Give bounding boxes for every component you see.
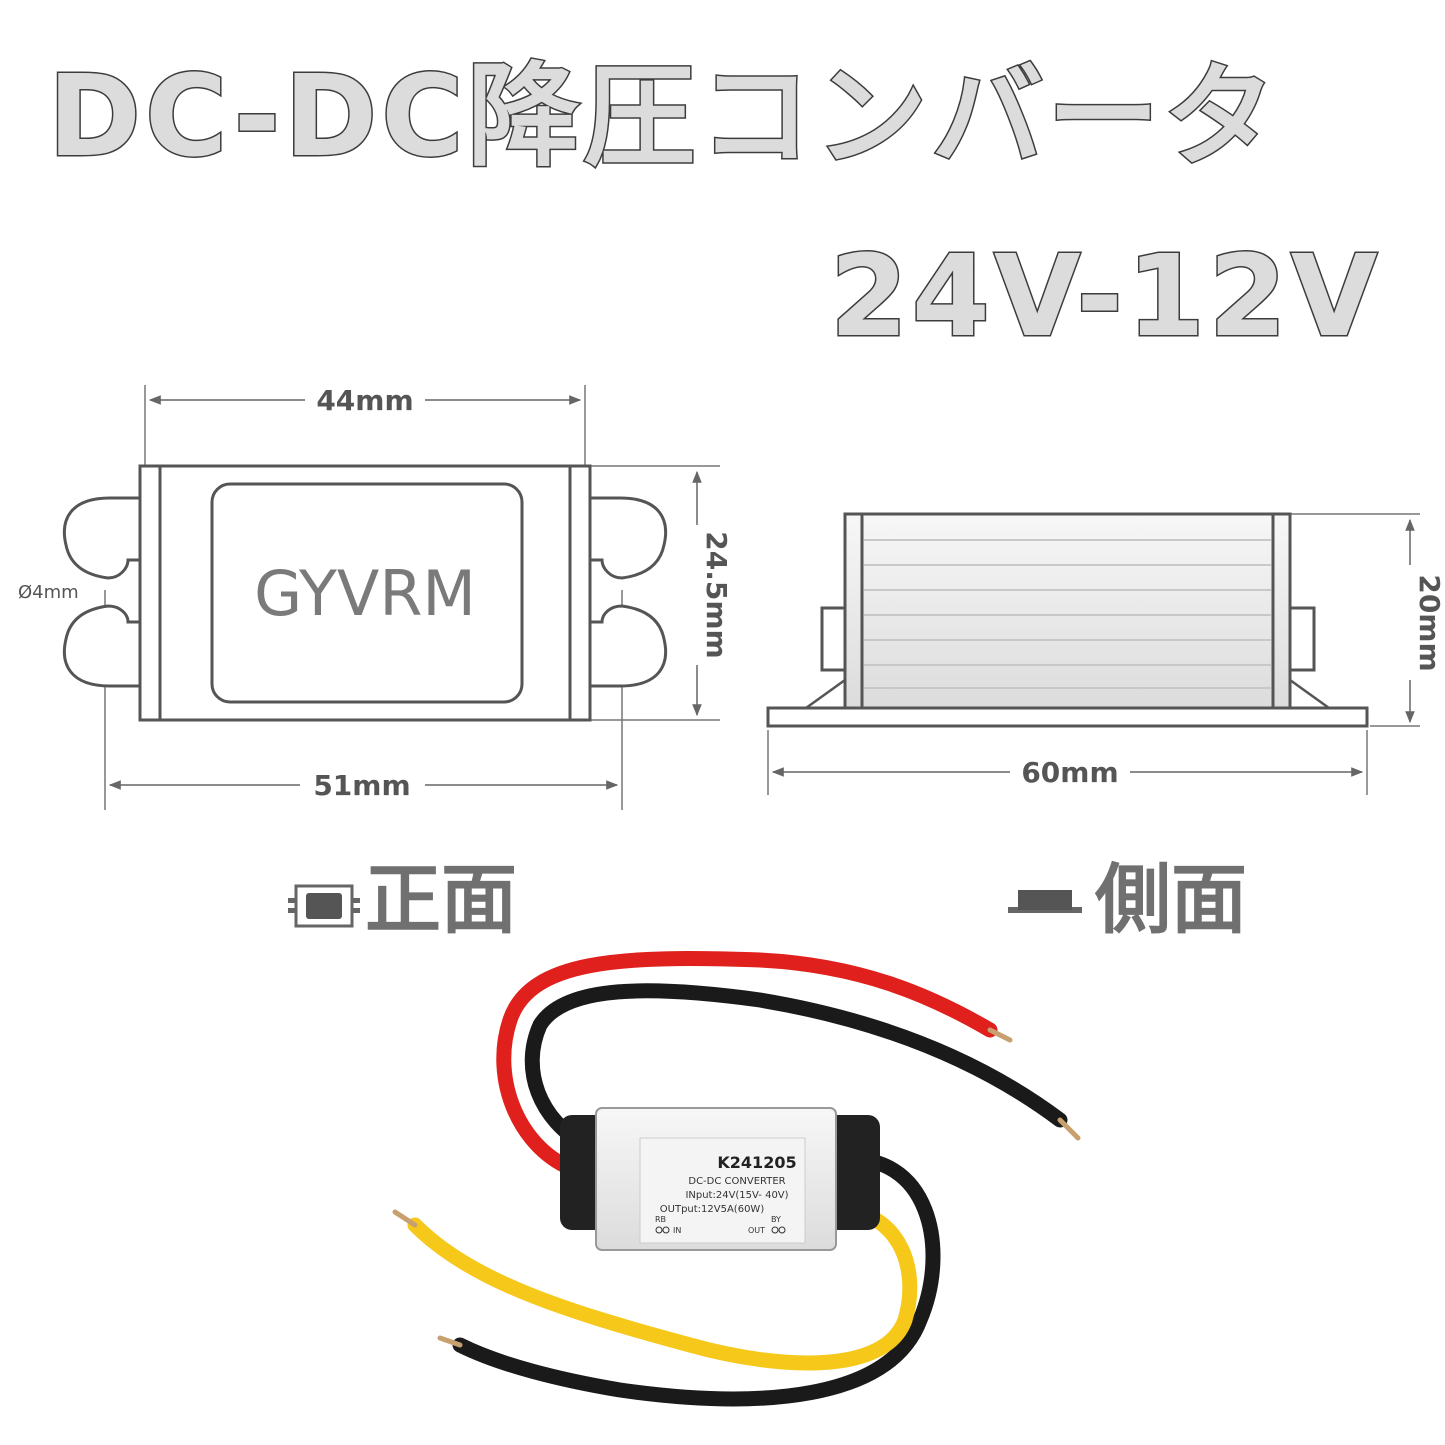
- front-dim-bottom: 51mm: [313, 769, 410, 802]
- side-view-icon: [1008, 890, 1082, 913]
- title-main: DC-DC降圧コンバータ: [46, 51, 1280, 184]
- wire-yellow: [407, 1202, 918, 1371]
- front-label-plate: [210, 482, 524, 704]
- product-model: K241205: [717, 1153, 796, 1172]
- side-right-terminal: [1288, 606, 1316, 672]
- side-housing: [843, 512, 1292, 710]
- product-in-wires: RB: [655, 1215, 666, 1224]
- side-view-label: 側面: [1095, 855, 1247, 944]
- terminal-symbols: [655, 1226, 786, 1234]
- product-out-label: OUT: [748, 1226, 765, 1235]
- side-dim-bottom: 60mm: [1021, 756, 1118, 789]
- front-dim-top: 44mm: [316, 384, 413, 417]
- wire-red: [496, 951, 998, 1178]
- front-view: [62, 385, 720, 810]
- side-housing-ribs: [864, 539, 1271, 689]
- front-view-label: 正面: [365, 855, 517, 944]
- front-dim-height: 24.5mm: [700, 531, 733, 658]
- product-name: DC-DC CONVERTER: [688, 1176, 785, 1187]
- wire-black-in: [524, 983, 1068, 1153]
- product-in-label: IN: [673, 1226, 681, 1235]
- front-brand-text: GYVRM: [254, 557, 476, 630]
- side-view: [766, 512, 1420, 795]
- front-right-ear-top: [585, 496, 668, 580]
- side-dimensions: [771, 518, 1415, 777]
- side-dim-height: 20mm: [1413, 574, 1445, 671]
- front-right-ear-bottom: [585, 604, 668, 688]
- wire-black-out: [452, 1151, 941, 1407]
- front-dimensions: [108, 395, 702, 790]
- front-left-ear-bottom: [62, 604, 145, 688]
- front-left-ear-top: [62, 496, 145, 580]
- product-input: INput:24V(15V- 40V): [685, 1190, 788, 1201]
- title-sub: 24V-12V: [828, 231, 1382, 364]
- front-view-icon: [288, 884, 360, 928]
- product-out-wires: BY: [771, 1215, 781, 1224]
- converter-label: [639, 1137, 806, 1244]
- product-output: OUTput:12V5A(60W): [660, 1204, 765, 1215]
- front-dim-hole: Ø4mm: [18, 582, 79, 603]
- side-base-flange: [766, 706, 1369, 728]
- side-left-terminal: [820, 606, 848, 672]
- product-photo: [392, 951, 1081, 1407]
